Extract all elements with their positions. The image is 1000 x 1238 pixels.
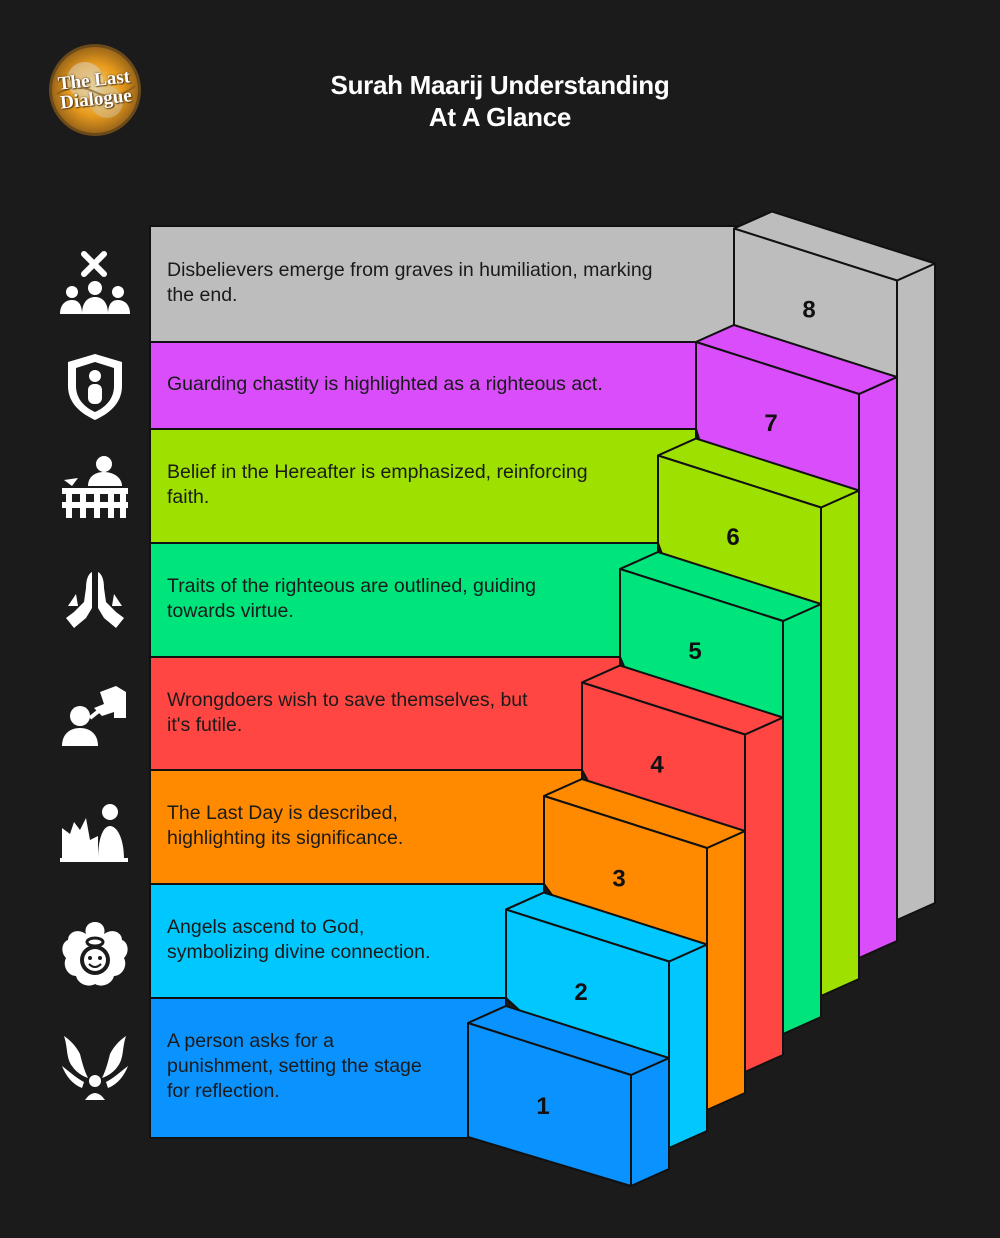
person-pleading-icon <box>62 686 126 746</box>
step-5-description: Traits of the righteous are outlined, gu… <box>167 575 536 622</box>
angel-halo-face-icon <box>62 922 128 986</box>
logo-emblem-icon <box>49 44 141 136</box>
ruins-person-icon <box>60 804 128 862</box>
step-8-description: Disbelievers emerge from graves in humil… <box>167 259 653 306</box>
step-6-description: Belief in the Hereafter is emphasized, r… <box>167 461 588 508</box>
step-3-description: The Last Day is described, highlighting … <box>167 802 404 849</box>
page-title-line-2: At A Glance <box>428 102 572 132</box>
logo: The Last Dialogue <box>45 42 145 138</box>
step-7-description: Guarding chastity is highlighted as a ri… <box>167 373 603 395</box>
step-number-2: 2 <box>574 979 587 1006</box>
step-number-5: 5 <box>688 638 701 665</box>
step-number-8: 8 <box>802 296 815 323</box>
step-number-7: 7 <box>764 410 777 437</box>
step-2-side-face <box>668 943 708 1149</box>
angel-wings-person-icon <box>62 1036 128 1100</box>
step-2-description: Angels ascend to God, symbolizing divine… <box>167 916 431 963</box>
step-number-4: 4 <box>650 752 664 779</box>
step-1-side-face <box>630 1057 670 1187</box>
step-5-side-face <box>782 603 822 1035</box>
shield-person-icon <box>68 354 122 420</box>
step-8-side-face <box>896 262 936 921</box>
step-7-side-face <box>858 376 898 959</box>
step-1-description: A person asks for a punishment, setting … <box>167 1030 422 1102</box>
step-3-side-face <box>706 830 746 1111</box>
person-fence-icon <box>62 456 128 518</box>
step-number-1: 1 <box>536 1093 549 1120</box>
step-6-side-face <box>820 489 860 997</box>
step-4-description: Wrongdoers wish to save themselves, but … <box>167 689 528 736</box>
step-4-side-face <box>744 716 784 1073</box>
step-1-front-face <box>467 1022 632 1187</box>
cross-group-icon <box>60 251 130 314</box>
step-number-3: 3 <box>612 865 625 892</box>
praying-hands-icon <box>66 572 124 628</box>
page-title-line-1: Surah Maarij Understanding <box>330 70 670 100</box>
step-number-6: 6 <box>726 524 739 551</box>
